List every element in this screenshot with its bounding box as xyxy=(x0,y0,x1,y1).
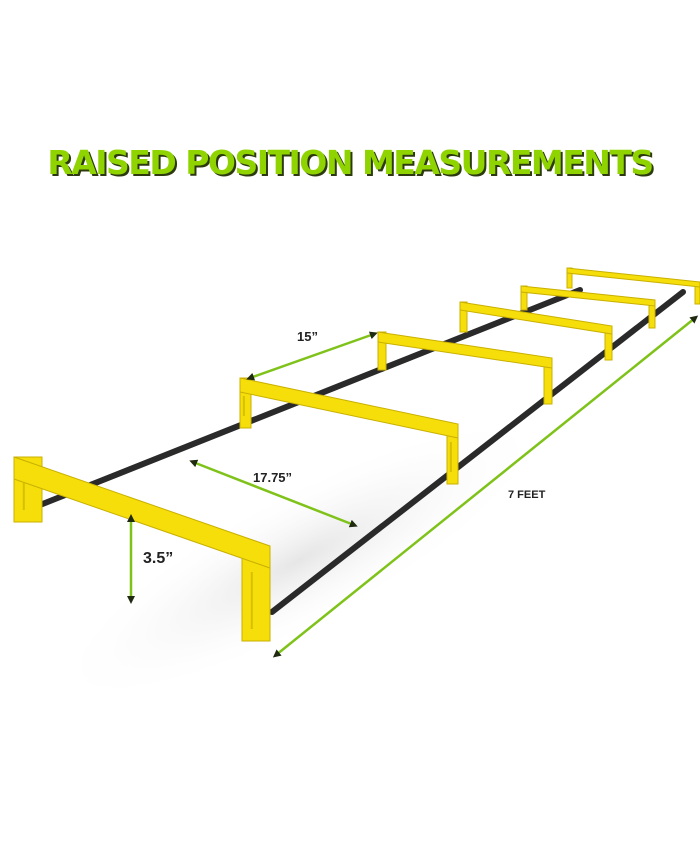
hurdle-left-leg xyxy=(239,377,252,429)
hurdle-3 xyxy=(377,331,553,405)
hurdle-bar xyxy=(520,285,656,307)
hurdle-height-label: 3.5” xyxy=(143,550,174,567)
hurdle-6 xyxy=(566,267,700,305)
hurdle-width-label: 17.75” xyxy=(253,470,293,485)
hurdle-1 xyxy=(13,456,271,642)
hurdle-bar xyxy=(566,267,700,288)
page-title: RAISED POSITION MEASUREMENTS xyxy=(47,143,654,182)
hurdle-shadow xyxy=(50,414,550,706)
hurdle-bar xyxy=(239,377,459,439)
floor-shadows xyxy=(50,414,550,706)
rung-gap-label: 15” xyxy=(297,329,318,344)
hurdle-bar xyxy=(13,456,271,569)
right-rail xyxy=(269,289,686,615)
ladder-length-arrow xyxy=(272,315,699,658)
measurement-arrows xyxy=(127,315,699,658)
ladder-length-label: 7 FEET xyxy=(508,489,546,501)
